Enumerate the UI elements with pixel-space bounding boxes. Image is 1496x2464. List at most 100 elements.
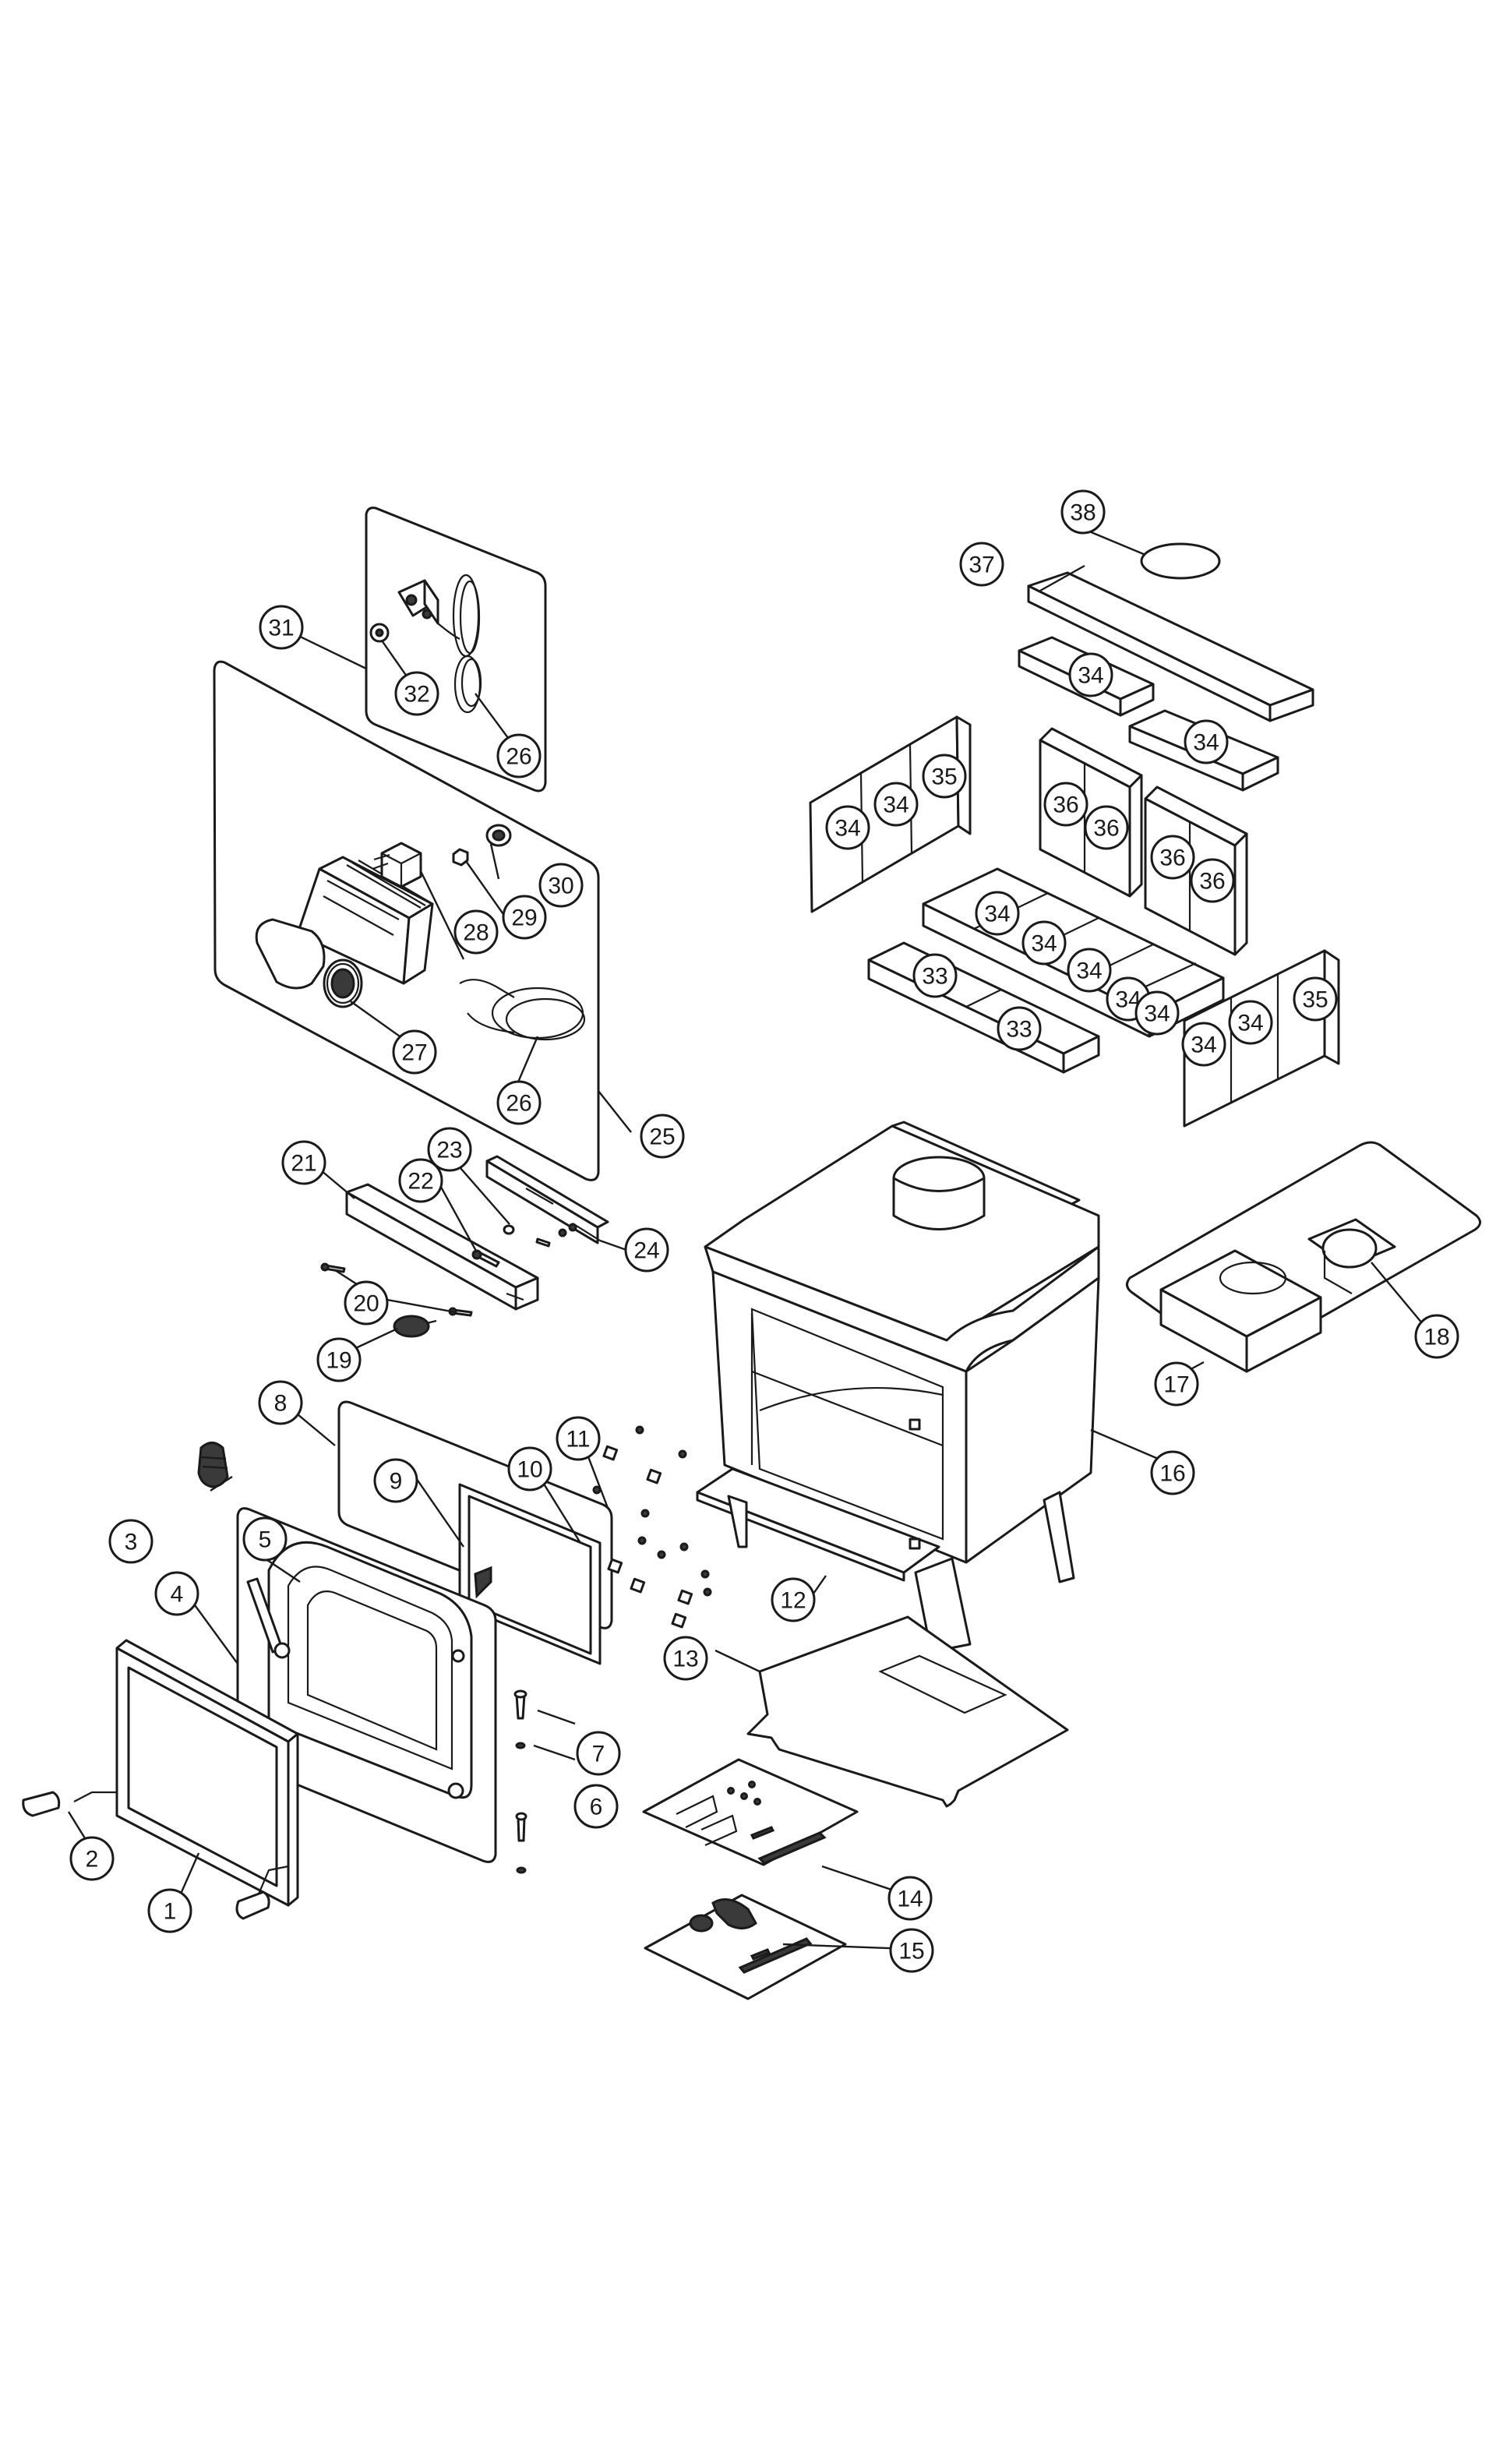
callout-38: 38: [1060, 489, 1106, 535]
callout-33: 33: [997, 1006, 1042, 1051]
callout-number: 21: [291, 1151, 316, 1177]
callout-circle: [1021, 920, 1067, 965]
callout-circle: [1190, 858, 1235, 903]
callout-number: 10: [517, 1457, 542, 1483]
callout-34: 34: [873, 782, 919, 827]
callout-number: 36: [1053, 793, 1078, 818]
callout-number: 36: [1199, 869, 1225, 895]
callout-11: 11: [556, 1416, 601, 1461]
callout-circle: [825, 805, 870, 850]
callout-circle: [281, 1140, 326, 1185]
callout-36: 36: [1150, 835, 1195, 880]
callout-34: 34: [1134, 990, 1180, 1036]
callout-number: 38: [1070, 500, 1096, 526]
callout-number: 7: [592, 1742, 605, 1767]
callout-number: 12: [780, 1588, 806, 1614]
callout-number: 6: [590, 1795, 603, 1820]
callout-number: 33: [922, 964, 947, 990]
callout-circle: [1067, 948, 1112, 993]
callout-number: 34: [834, 816, 860, 842]
callout-number: 13: [672, 1647, 698, 1672]
callout-number: 34: [1237, 1011, 1263, 1036]
callout-30: 30: [538, 863, 584, 908]
grommet-30: [485, 824, 512, 847]
callout-20: 20: [344, 1280, 389, 1326]
callout-number: 34: [1144, 1001, 1170, 1027]
callout-36: 36: [1084, 805, 1129, 850]
callout-28: 28: [453, 909, 499, 955]
callout-6: 6: [573, 1784, 619, 1829]
callout-14: 14: [887, 1876, 933, 1921]
callout-number: 16: [1159, 1461, 1185, 1487]
blower-assembly-panel: [213, 660, 600, 1181]
callout-number: 20: [353, 1291, 379, 1317]
callout-number: 36: [1159, 845, 1185, 871]
nut-29: [452, 848, 469, 867]
callout-circle: [959, 542, 1004, 587]
callout-number: 19: [326, 1348, 351, 1374]
callout-34: 34: [975, 891, 1020, 936]
callout-circle: [496, 733, 542, 778]
callout-circle: [154, 1571, 199, 1616]
hardware-kit-14: [642, 1758, 859, 1866]
callout-circle: [624, 1227, 669, 1273]
callout-circle: [887, 1876, 933, 1921]
callout-37: 37: [959, 542, 1004, 587]
ash-door-1: [115, 1639, 299, 1907]
callout-circle: [1150, 835, 1195, 880]
knob-32: [369, 623, 390, 643]
callout-3: 3: [108, 1519, 153, 1564]
legs: [727, 1491, 1075, 1654]
callout-8: 8: [258, 1380, 303, 1425]
door-frame-5: [246, 1541, 473, 1799]
callout-circle: [912, 953, 958, 998]
callout-25: 25: [640, 1114, 685, 1159]
callout-circle: [975, 891, 1020, 936]
callout-18: 18: [1414, 1314, 1459, 1359]
baffle-board-37: [1027, 571, 1314, 722]
callout-5: 5: [242, 1516, 288, 1562]
callout-circle: [873, 782, 919, 827]
rheostat-switch: [397, 579, 439, 625]
callout-circle: [242, 1516, 288, 1562]
clips-11: [592, 1425, 712, 1629]
callout-7: 7: [576, 1731, 621, 1776]
callout-34: 34: [1228, 1000, 1273, 1045]
callout-22: 22: [398, 1158, 443, 1203]
callout-number: 24: [633, 1238, 659, 1264]
callout-26: 26: [496, 733, 542, 778]
callout-circle: [1154, 1361, 1199, 1407]
callout-17: 17: [1154, 1361, 1199, 1407]
callout-number: 34: [1031, 931, 1057, 957]
stove-body: [696, 1121, 1100, 1654]
callout-circle: [394, 671, 439, 716]
callout-2: 2: [69, 1836, 115, 1881]
callout-circle: [259, 605, 304, 650]
bolts-6-7: [513, 1689, 527, 1874]
callout-24: 24: [624, 1227, 669, 1273]
callout-circle: [427, 1127, 472, 1172]
callout-number: 34: [1193, 730, 1219, 756]
callout-circle: [496, 1080, 542, 1125]
callout-circle: [538, 863, 584, 908]
callout-34: 34: [1021, 920, 1067, 965]
callout-circle: [1060, 489, 1106, 535]
blower-housing: [255, 856, 434, 1008]
callout-circle: [147, 1888, 192, 1933]
door-assembly: [22, 1400, 712, 1920]
callout-circle: [1184, 719, 1229, 764]
callout-number: 32: [404, 682, 429, 708]
callout-circle: [398, 1158, 443, 1203]
power-cord-coil: [437, 574, 482, 714]
callout-circle: [316, 1337, 362, 1382]
callout-number: 4: [171, 1582, 184, 1608]
callout-circle: [556, 1416, 601, 1461]
callout-number: 26: [506, 744, 531, 770]
callout-number: 17: [1163, 1372, 1189, 1398]
callout-12: 12: [771, 1577, 816, 1622]
callout-31: 31: [259, 605, 304, 650]
callout-circle: [1084, 805, 1129, 850]
callout-9: 9: [373, 1458, 418, 1503]
